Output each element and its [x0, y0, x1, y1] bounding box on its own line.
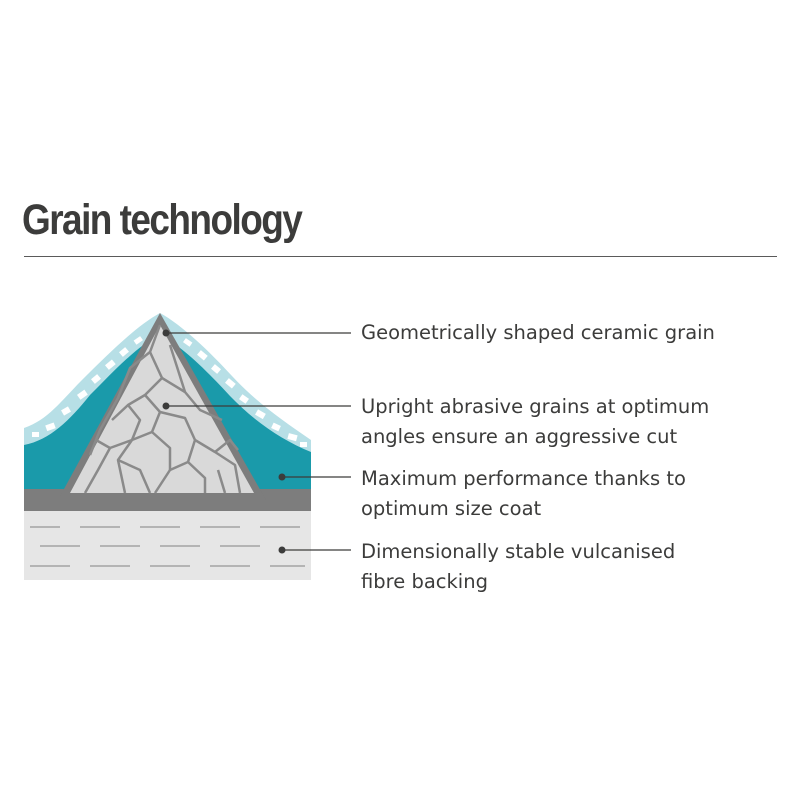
label-fibre-backing: Dimensionally stable vulcanised fibre ba…: [361, 537, 675, 597]
backing-dashes: [30, 526, 305, 567]
label-upright-grains: Upright abrasive grains at optimum angle…: [361, 392, 709, 452]
grain-cracks: [83, 324, 242, 494]
label-line: Geometrically shaped ceramic grain: [361, 321, 715, 344]
label-line: angles ensure an aggressive cut: [361, 425, 678, 448]
label-line: optimum size coat: [361, 497, 542, 520]
title-divider: [24, 256, 777, 257]
label-line: Upright abrasive grains at optimum: [361, 395, 710, 418]
label-line: Maximum performance thanks to: [361, 467, 686, 490]
leader-lines: [166, 332, 351, 551]
leader-dots: [162, 329, 286, 554]
label-line: fibre backing: [361, 570, 488, 593]
label-line: Dimensionally stable vulcanised: [361, 540, 676, 563]
label-ceramic-grain: Geometrically shaped ceramic grain: [361, 318, 715, 348]
page-title: Grain technology: [22, 196, 303, 244]
coat-flakes: [32, 336, 307, 447]
label-size-coat: Maximum performance thanks to optimum si…: [361, 464, 686, 524]
ceramic-grain: [58, 313, 266, 500]
